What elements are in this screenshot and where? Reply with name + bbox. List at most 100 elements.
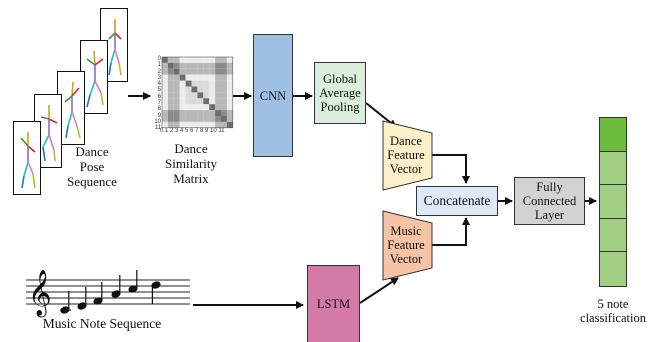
matrix-cell — [203, 98, 210, 105]
matrix-cell — [185, 80, 192, 87]
dance-feature-line-3: Vector — [389, 162, 423, 176]
matrix-cell — [215, 68, 221, 75]
matrix-cell — [209, 80, 216, 87]
matrix-y-tick: 8 — [157, 106, 161, 113]
matrix-cell — [203, 110, 210, 116]
matrix-cell — [197, 98, 204, 105]
matrix-x-ticks: 0 1 2 3 4 5 6 7 8 9 10 11 — [160, 128, 225, 134]
matrix-cell — [185, 98, 192, 105]
matrix-cell — [197, 110, 204, 116]
matrix-cell — [185, 68, 192, 75]
lstm-label: LSTM — [316, 297, 351, 311]
matrix-cell — [226, 98, 233, 105]
matrix-cell — [191, 86, 198, 93]
matrix-cell — [167, 68, 174, 75]
matrix-cell — [221, 98, 227, 105]
matrix-cell — [221, 110, 227, 116]
limb — [89, 80, 96, 96]
output-vector — [599, 117, 627, 287]
limb — [21, 175, 25, 189]
limb — [67, 111, 73, 127]
matrix-cell — [191, 62, 198, 69]
matrix-cell — [226, 86, 233, 93]
matrix-cell — [226, 110, 233, 116]
matrix-cell — [167, 110, 174, 116]
limb — [42, 134, 50, 148]
output-cell-4 — [600, 218, 626, 253]
matrix-cell — [167, 57, 174, 63]
matrix-cell — [179, 92, 186, 99]
matrix-y-tick: 9 — [157, 112, 161, 119]
pose-card-5 — [13, 121, 41, 195]
matrix-cell — [185, 104, 192, 111]
concatenate-label: Concatenate — [423, 193, 491, 208]
gap-line-1: Global — [322, 72, 358, 86]
matrix-cell — [179, 110, 186, 116]
limb — [114, 32, 122, 40]
matrix-cell — [185, 121, 192, 128]
matrix-cell — [221, 74, 227, 81]
matrix-cell — [215, 62, 221, 69]
similarity-line-3: Matrix — [173, 171, 209, 186]
matrix-cell — [203, 80, 210, 87]
matrix-cell — [191, 68, 198, 75]
output-label: 5 note classification — [570, 297, 655, 325]
matrix-cell — [162, 116, 168, 122]
matrix-cell — [226, 57, 233, 63]
matrix-cell — [221, 68, 227, 75]
matrix-cell — [167, 92, 174, 99]
note-6 — [151, 281, 161, 304]
matrix-cell — [167, 86, 174, 93]
output-line-2: classification — [580, 311, 646, 325]
fully-connected-block: Fully Connected Layer — [514, 177, 585, 225]
matrix-cell — [209, 121, 216, 128]
cnn-label: CNN — [259, 88, 287, 103]
matrix-cell — [173, 110, 180, 116]
matrix-cell — [167, 62, 174, 69]
limb — [23, 161, 29, 177]
matrix-cell — [197, 80, 204, 87]
matrix-cell — [185, 57, 192, 63]
fc-line-2: Connected — [522, 194, 577, 208]
matrix-y-tick: 10 — [154, 118, 161, 125]
matrix-cell — [226, 116, 233, 122]
limb — [86, 58, 96, 66]
matrix-cell — [173, 62, 180, 69]
matrix-cell — [203, 62, 210, 69]
matrix-cell — [167, 80, 174, 87]
music-feature-line-3: Vector — [389, 252, 423, 266]
matrix-cell — [162, 98, 168, 105]
limb — [94, 80, 102, 94]
limb — [94, 58, 104, 66]
matrix-cell — [209, 86, 216, 93]
stick-figure-icon — [64, 81, 81, 139]
matrix-cell — [167, 121, 174, 128]
matrix-y-tick: 1 — [157, 62, 161, 69]
matrix-cell — [191, 92, 198, 99]
matrix-cell — [209, 110, 216, 116]
note-3 — [93, 282, 103, 305]
matrix-cell — [221, 116, 227, 122]
concatenate-block: Concatenate — [416, 186, 498, 216]
matrix-cell — [179, 98, 186, 105]
matrix-cell — [215, 80, 221, 87]
matrix-cell — [215, 116, 221, 122]
matrix-cell — [221, 57, 227, 63]
dance-feature-vector-label: Dance Feature Vector — [383, 134, 429, 176]
matrix-cell — [179, 104, 186, 111]
matrix-cell — [162, 68, 168, 75]
matrix-cell — [209, 92, 216, 99]
matrix-y-tick: 5 — [157, 87, 161, 94]
matrix-cell — [162, 80, 168, 87]
matrix-cell — [179, 86, 186, 93]
matrix-cell — [203, 104, 210, 111]
limb — [40, 116, 50, 120]
matrix-cell — [197, 62, 204, 69]
matrix-cell — [162, 104, 168, 111]
matrix-y-tick: 4 — [157, 81, 161, 88]
matrix-cell — [226, 74, 233, 81]
